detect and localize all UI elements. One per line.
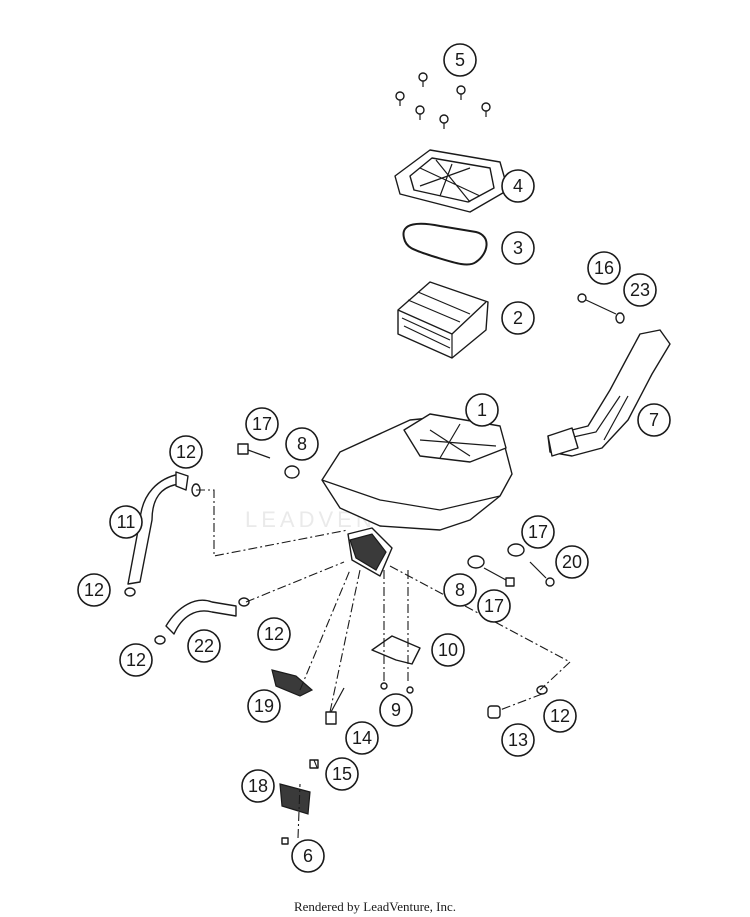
svg-text:12: 12	[550, 706, 570, 726]
callout-23: 23	[623, 273, 657, 307]
svg-text:17: 17	[528, 522, 548, 542]
callout-14: 14	[345, 721, 379, 755]
callout-8-bottom: 8	[443, 573, 477, 607]
callout-12-d: 12	[119, 643, 153, 677]
svg-text:2: 2	[513, 308, 523, 328]
callout-8-top: 8	[285, 427, 319, 461]
callout-22: 22	[187, 629, 221, 663]
cap-part-13	[487, 705, 501, 719]
svg-text:5: 5	[455, 50, 465, 70]
intake-duct-part-7	[547, 329, 671, 457]
callout-6: 6	[291, 839, 325, 873]
svg-text:12: 12	[84, 580, 104, 600]
svg-text:17: 17	[484, 596, 504, 616]
callout-18: 18	[241, 769, 275, 803]
callout-13: 13	[501, 723, 535, 757]
callout-1: 1	[465, 393, 499, 427]
svg-text:10: 10	[438, 640, 458, 660]
callout-21: 16	[587, 251, 621, 285]
actuator-part-18	[279, 783, 311, 845]
air-filter-part-2	[397, 281, 489, 359]
callout-10: 10	[431, 633, 465, 667]
svg-text:12: 12	[126, 650, 146, 670]
fasteners-right	[467, 543, 555, 587]
gasket-part-3	[402, 222, 488, 266]
svg-text:4: 4	[513, 176, 523, 196]
svg-text:19: 19	[254, 696, 274, 716]
airbox-part-1	[321, 413, 513, 577]
callout-17-bottom: 17	[477, 589, 511, 623]
hose-part-11	[127, 473, 181, 585]
callout-7: 7	[637, 403, 671, 437]
screws-part-5	[395, 72, 491, 129]
callout-12-c: 12	[257, 617, 291, 651]
svg-text:12: 12	[176, 442, 196, 462]
hose-part-22	[165, 599, 237, 635]
callout-16: 17	[521, 515, 555, 549]
bolt-part-17-left	[237, 443, 300, 479]
callout-9: 9	[379, 693, 413, 727]
sensor-part-14	[325, 687, 345, 725]
svg-text:3: 3	[513, 238, 523, 258]
footer-credit: Rendered by LeadVenture, Inc.	[293, 899, 457, 914]
svg-text:20: 20	[562, 552, 582, 572]
bracket-part-10	[371, 635, 421, 694]
svg-text:16: 16	[594, 258, 614, 278]
svg-text:8: 8	[455, 580, 465, 600]
callout-12-e: 12	[543, 699, 577, 733]
callout-20: 20	[555, 545, 589, 579]
filter-cover-part-4	[394, 149, 509, 213]
svg-text:15: 15	[332, 764, 352, 784]
svg-text:17: 17	[252, 414, 272, 434]
svg-text:8: 8	[297, 434, 307, 454]
hose-clamps-part-12	[124, 483, 548, 695]
callout-15: 15	[325, 757, 359, 791]
callout-5: 5	[443, 43, 477, 77]
bolt-part-21	[577, 293, 625, 324]
callout-2: 2	[501, 301, 535, 335]
svg-text:13: 13	[508, 730, 528, 750]
svg-text:11: 11	[117, 512, 136, 532]
callout-12-b: 12	[77, 573, 111, 607]
callout-12-a: 12	[169, 435, 203, 469]
svg-text:18: 18	[248, 776, 268, 796]
svg-text:6: 6	[303, 846, 313, 866]
callout-3: 3	[501, 231, 535, 265]
svg-text:7: 7	[649, 410, 659, 430]
callout-11: 11	[109, 505, 143, 539]
callout-4: 4	[501, 169, 535, 203]
callout-17-top: 17	[245, 407, 279, 441]
svg-text:9: 9	[391, 700, 401, 720]
svg-text:1: 1	[477, 400, 487, 420]
svg-text:23: 23	[630, 280, 650, 300]
svg-text:12: 12	[264, 624, 284, 644]
callout-19: 19	[247, 689, 281, 723]
svg-text:22: 22	[194, 636, 214, 656]
svg-text:14: 14	[352, 728, 372, 748]
sensor-part-19	[271, 669, 314, 697]
